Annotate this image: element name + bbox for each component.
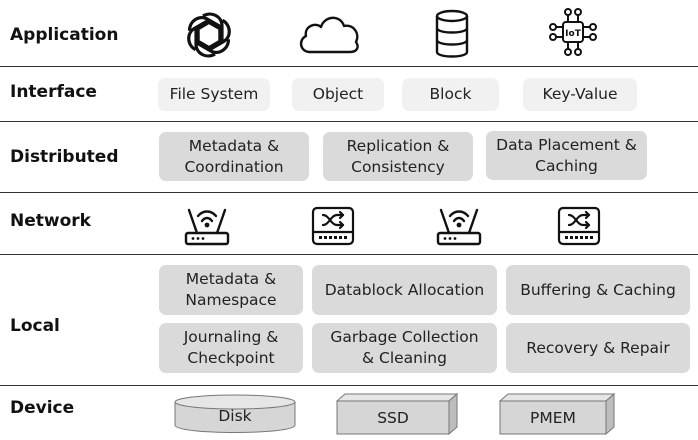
device-disk-label: Disk [218,407,252,425]
distributed-replication-line2: Consistency [351,157,445,176]
layer-label-interface: Interface [10,82,97,102]
local-metadata-namespace: Metadata & Namespace [159,265,303,315]
local-datablock-allocation: Datablock Allocation [312,265,497,315]
switch-icon [311,206,355,246]
local-garbage-line2: & Cleaning [362,349,447,367]
layer-label-local: Local [10,316,60,336]
local-buffering-line1: Buffering & Caching [520,280,676,299]
layer-label-application: Application [10,25,119,45]
local-journaling-checkpoint: Journaling & Checkpoint [159,323,303,373]
divider-interface-distributed [0,121,698,122]
interface-key-value: Key-Value [523,78,637,111]
local-journaling-line1: Journaling & [183,328,279,346]
local-datablock-line1: Datablock Allocation [324,280,485,299]
device-ssd-label: SSD [377,409,409,427]
interface-block: Block [402,78,499,111]
local-journaling-line2: Checkpoint [187,349,275,367]
svg-text:IoT: IoT [565,29,582,39]
local-recovery-repair: Recovery & Repair [506,323,690,373]
local-garbage-line1: Garbage Collection [330,328,479,346]
divider-distributed-network [0,192,698,193]
layer-label-network: Network [10,211,91,231]
interface-file-system: File System [158,78,270,111]
router-icon [184,208,230,246]
distributed-metadata-line1: Metadata & [188,136,280,155]
distributed-metadata-coordination: Metadata & Coordination [159,132,309,181]
local-metadata-line2: Namespace [185,291,277,309]
database-icon [435,9,469,58]
distributed-placement-line1: Data Placement & [496,135,637,154]
distributed-metadata-line2: Coordination [184,157,284,176]
switch-icon [557,206,601,246]
distributed-data-placement-caching: Data Placement & Caching [486,131,647,180]
divider-network-local [0,254,698,255]
router-icon [436,208,482,246]
cloud-icon [299,16,359,54]
iot-icon: IoT [549,8,597,56]
distributed-placement-line2: Caching [535,156,598,175]
local-buffering-caching: Buffering & Caching [506,265,690,315]
distributed-replication-consistency: Replication & Consistency [323,132,473,181]
local-metadata-line1: Metadata & [185,270,277,288]
openai-icon [187,12,231,58]
local-recovery-line1: Recovery & Repair [526,338,670,357]
layer-label-device: Device [10,398,75,418]
ssd-icon [336,393,458,435]
local-garbage-collection-cleaning: Garbage Collection & Cleaning [312,323,497,373]
pmem-icon [499,393,615,435]
distributed-replication-line1: Replication & [346,136,450,155]
divider-local-device [0,385,698,386]
divider-application-interface [0,66,698,67]
device-pmem-label: PMEM [530,409,576,427]
layer-label-distributed: Distributed [10,147,119,167]
disk-icon [174,394,296,433]
interface-object: Object [292,78,384,111]
